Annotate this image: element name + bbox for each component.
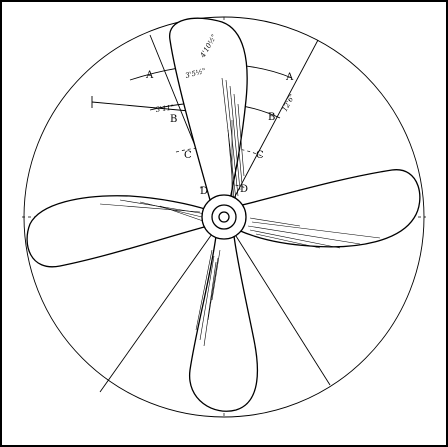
label-a-left: A — [145, 70, 154, 81]
radial-line-lower-left — [99, 216, 225, 393]
arc-section-d — [199, 183, 247, 189]
label-d-right: D — [240, 184, 248, 195]
hub-bore — [218, 211, 230, 223]
label-b-right: B — [268, 112, 275, 123]
upper-blade-shading — [221, 77, 245, 201]
label-d-left: D — [200, 186, 208, 197]
label-a-right: A — [285, 72, 294, 83]
radial-line-lower-right — [223, 216, 331, 386]
arc-section-c — [175, 146, 263, 157]
right-blade — [237, 169, 421, 248]
dimension-line — [91, 101, 201, 113]
dimension-pitch: 12'6" — [281, 93, 297, 113]
right-blade-shading — [247, 217, 381, 249]
lower-blade-shading — [195, 249, 221, 347]
left-blade-shading — [99, 199, 207, 223]
label-b-left: B — [170, 114, 177, 125]
label-c-right: C — [256, 150, 264, 161]
dimension-blade-width-b: 3'11" — [155, 103, 174, 113]
lower-blade — [189, 235, 259, 412]
label-c-left: C — [184, 150, 192, 161]
upper-blade — [169, 17, 248, 201]
left-blade — [26, 195, 209, 268]
